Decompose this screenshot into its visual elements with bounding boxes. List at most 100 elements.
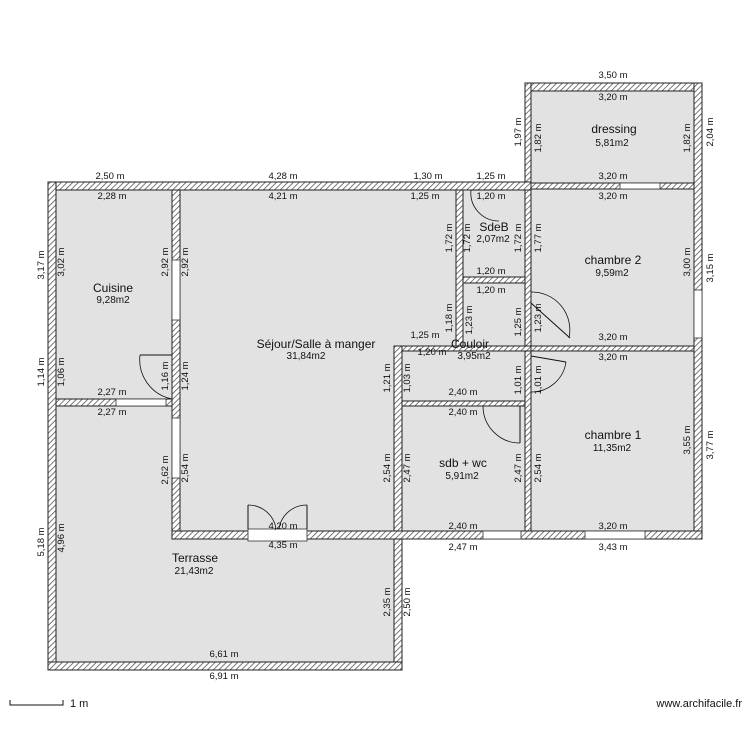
dimension-label: 6,91 m <box>209 671 238 682</box>
window <box>171 259 181 321</box>
door-leaf <box>530 355 567 363</box>
floor-dressing <box>531 91 694 183</box>
wall <box>393 345 403 671</box>
dimension-label: 2,47 m <box>402 453 413 482</box>
dimension-label: 2,28 m <box>97 191 126 202</box>
room-area-sdeb: 2,07m2 <box>476 234 510 245</box>
scale-bar-line <box>9 700 64 706</box>
door-leaf <box>530 302 571 339</box>
dimension-label: 1,03 m <box>402 363 413 392</box>
room-name-sdeb: SdeB <box>479 220 508 234</box>
dimension-label: 2,27 m <box>97 387 126 398</box>
dimension-label: 3,20 m <box>598 92 627 103</box>
dimension-label: 1,20 m <box>476 266 505 277</box>
dimension-label: 1,20 m <box>476 191 505 202</box>
dimension-label: 1,14 m <box>36 357 47 386</box>
doors <box>139 189 571 542</box>
door-swing <box>530 361 567 393</box>
dimension-label: 6,61 m <box>209 649 238 660</box>
dimension-label: 3,20 m <box>598 332 627 343</box>
dimension-label: 1,21 m <box>382 363 393 392</box>
dimension-label: 2,50 m <box>402 587 413 616</box>
dimension-label: 3,20 m <box>598 191 627 202</box>
window <box>171 417 181 479</box>
dimension-label: 1,72 m <box>513 223 524 252</box>
dimension-label: 1,20 m <box>417 347 446 358</box>
dimension-label: 3,20 m <box>598 521 627 532</box>
room-area-sejour: 31,84m2 <box>287 351 326 362</box>
dimension-label: 2,62 m <box>160 455 171 484</box>
scale-bar: 1 m <box>9 698 88 710</box>
dimension-label: 3,00 m <box>682 247 693 276</box>
dimension-label: 1,97 m <box>513 117 524 146</box>
dimension-label: 4,96 m <box>56 523 67 552</box>
wall <box>401 400 526 407</box>
dimension-label: 2,92 m <box>160 247 171 276</box>
dimension-label: 1,30 m <box>413 171 442 182</box>
window <box>693 289 703 339</box>
window <box>482 530 522 540</box>
room-name-chambre-2: chambre 2 <box>585 253 642 267</box>
floor-couloir <box>463 283 525 346</box>
dimension-label: 2,40 m <box>448 521 477 532</box>
wall <box>171 530 703 540</box>
door-opening <box>247 528 308 542</box>
dimension-label: 1,20 m <box>476 285 505 296</box>
dimension-label: 1,25 m <box>476 171 505 182</box>
floor-chambre-1 <box>531 351 694 531</box>
dimension-label: 3,17 m <box>36 250 47 279</box>
dimension-label: 1,77 m <box>533 223 544 252</box>
dimension-label: 1,23 m <box>464 305 475 334</box>
room-area-couloir: 3,95m2 <box>457 351 491 362</box>
dimension-label: 2,47 m <box>448 542 477 553</box>
wall <box>47 661 403 671</box>
door-swing <box>482 405 521 444</box>
dimension-labels: 3,50 m 3,20 m 1,97 m 1,82 m 1,82 m 2,04 … <box>36 70 716 682</box>
dimension-label: 3,20 m <box>598 352 627 363</box>
dimension-label: 1,72 m <box>444 223 455 252</box>
dimension-label: 1,23 m <box>533 303 544 332</box>
dimension-label: 2,50 m <box>95 171 124 182</box>
window <box>115 398 167 407</box>
wall <box>455 189 464 347</box>
dimension-label: 1,82 m <box>533 123 544 152</box>
wall <box>524 82 532 532</box>
room-name-cuisine: Cuisine <box>93 281 133 295</box>
dimension-label: 1,06 m <box>56 357 67 386</box>
floor-sdeb <box>463 189 525 277</box>
door-swing <box>247 504 277 530</box>
dimension-label: 3,77 m <box>705 430 716 459</box>
dimension-label: 3,55 m <box>682 425 693 454</box>
room-area-dressing: 5,81m2 <box>595 138 629 149</box>
room-area-cuisine: 9,28m2 <box>96 295 130 306</box>
room-area-terrasse: 21,43m2 <box>175 566 214 577</box>
door-swing <box>530 291 571 339</box>
room-name-chambre-1: chambre 1 <box>585 428 642 442</box>
dimension-label: 2,92 m <box>180 247 191 276</box>
dimension-label: 1,72 m <box>462 223 473 252</box>
floor-cuisine <box>56 190 172 399</box>
dimension-label: 1,25 m <box>513 307 524 336</box>
dimension-label: 1,82 m <box>682 123 693 152</box>
dimension-label: 3,43 m <box>598 542 627 553</box>
dimension-label: 1,24 m <box>180 361 191 390</box>
windows <box>115 182 703 540</box>
room-area-chambre-1: 11,35m2 <box>593 443 632 454</box>
dimension-label: 3,02 m <box>56 247 67 276</box>
wall <box>462 276 526 284</box>
room-area-chambre-2: 9,59m2 <box>595 268 629 279</box>
dimension-label: 2,35 m <box>382 587 393 616</box>
room-area-sdb-wc: 5,91m2 <box>445 471 479 482</box>
wall <box>55 398 173 407</box>
brand-watermark: www.archifacile.fr <box>655 698 742 710</box>
dimension-label: 1,18 m <box>444 303 455 332</box>
floor-chambre-2 <box>531 189 694 346</box>
room-name-sejour: Séjour/Salle à manger <box>257 337 376 351</box>
window <box>584 530 646 540</box>
dimension-label: 3,15 m <box>705 253 716 282</box>
room-name-terrasse: Terrasse <box>172 551 218 565</box>
dimension-label: 1,25 m <box>410 330 439 341</box>
dimension-label: 4,35 m <box>268 540 297 551</box>
dimension-label: 1,01 m <box>533 365 544 394</box>
